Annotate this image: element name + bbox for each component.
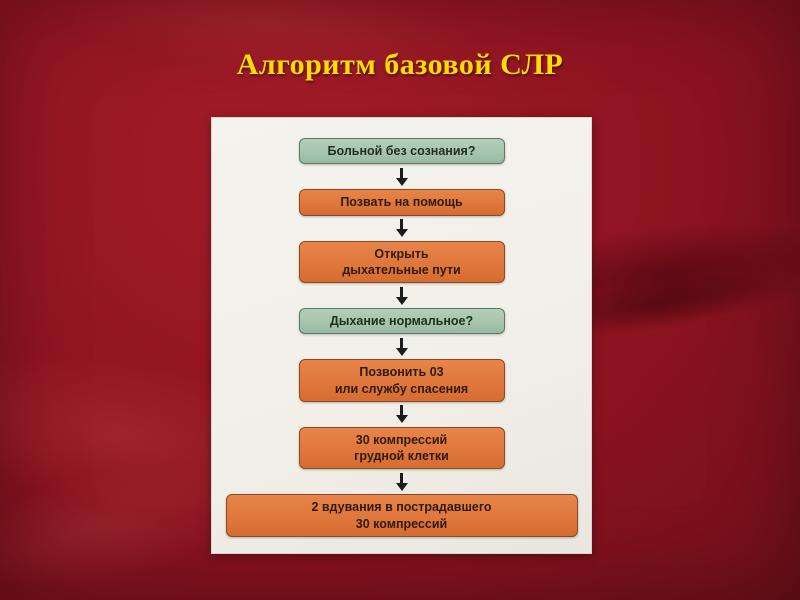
flowchart-panel: Больной без сознания? Позвать на помощь … (211, 117, 592, 554)
step-rescue-breaths-compressions: 2 вдувания в пострадавшего 30 компрессий (225, 494, 578, 537)
step-chest-compressions: 30 компрессий грудной клетки (298, 426, 505, 470)
step-call-emergency: Позвонить 03 или службу спасения (298, 359, 505, 402)
step-call-for-help: Позвать на помощь (298, 189, 505, 216)
arrow-down-icon (395, 286, 408, 305)
slide-title: Алгоритм базовой СЛР (236, 48, 564, 81)
step-open-airway: Открыть дыхательные пути (298, 240, 505, 284)
arrow-down-icon (395, 472, 408, 491)
arrow-down-icon (395, 167, 408, 186)
arrow-down-icon (395, 219, 408, 238)
arrow-down-icon (395, 337, 408, 356)
step-check-breathing: Дыхание нормальное? (298, 308, 505, 335)
arrow-down-icon (395, 405, 408, 424)
step-patient-unconscious: Больной без сознания? (298, 138, 505, 165)
